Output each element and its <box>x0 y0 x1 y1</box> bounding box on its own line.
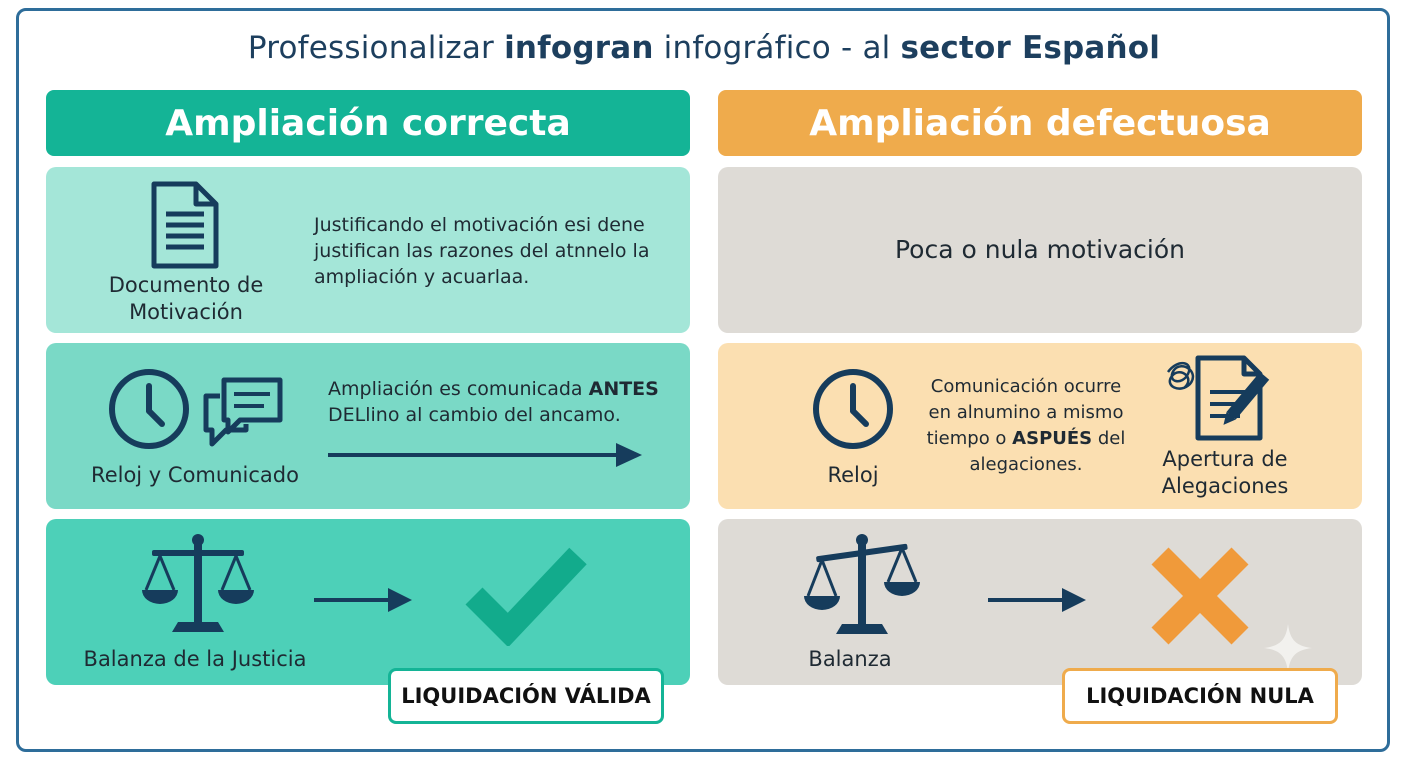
clock-icon <box>813 369 893 449</box>
page-title: Professionalizar infogran infográfico - … <box>247 30 1161 66</box>
apertura-alegaciones-label: Apertura de Alegaciones <box>1161 447 1289 498</box>
arrow-right-long-icon <box>328 443 642 467</box>
clock-icon <box>109 369 189 449</box>
document-icon <box>151 181 219 269</box>
document-label: Documento de Motivación <box>108 273 264 324</box>
arrow-right-icon <box>314 588 412 612</box>
clock-label: Reloj <box>827 463 879 487</box>
scales-of-justice-icon <box>142 534 254 632</box>
correct-timing-text: Ampliación es comunicada ANTES DELlino a… <box>328 378 659 426</box>
chat-bubbles-icon <box>203 377 283 447</box>
defective-motivation-text: Poca o nula motivación <box>895 235 1185 264</box>
defective-motivation-panel <box>718 167 1362 333</box>
null-liquidation-badge: LIQUIDACIÓN NULA <box>1062 668 1338 724</box>
correct-header: Ampliación correcta <box>46 90 690 156</box>
balance-justice-label: Balanza de la Justicia <box>83 647 307 671</box>
defective-header: Ampliación defectuosa <box>718 90 1362 156</box>
cross-icon <box>1151 547 1249 645</box>
balance-label: Balanza <box>808 647 892 671</box>
tilted-scales-icon <box>804 534 920 634</box>
arrow-right-icon <box>988 588 1086 612</box>
clock-communique-label: Reloj y Comunicado <box>91 463 299 487</box>
checkmark-icon <box>465 547 587 646</box>
valid-liquidation-badge: LIQUIDACIÓN VÁLIDA <box>388 668 664 724</box>
scribbled-document-pen-icon <box>1166 355 1270 441</box>
correct-motivation-text: Justificando el motivación esi dene just… <box>314 214 650 288</box>
defective-timing-text: Comunicación ocurre en alnumino a mismo … <box>926 376 1126 475</box>
sparkle-icon <box>1264 624 1312 672</box>
